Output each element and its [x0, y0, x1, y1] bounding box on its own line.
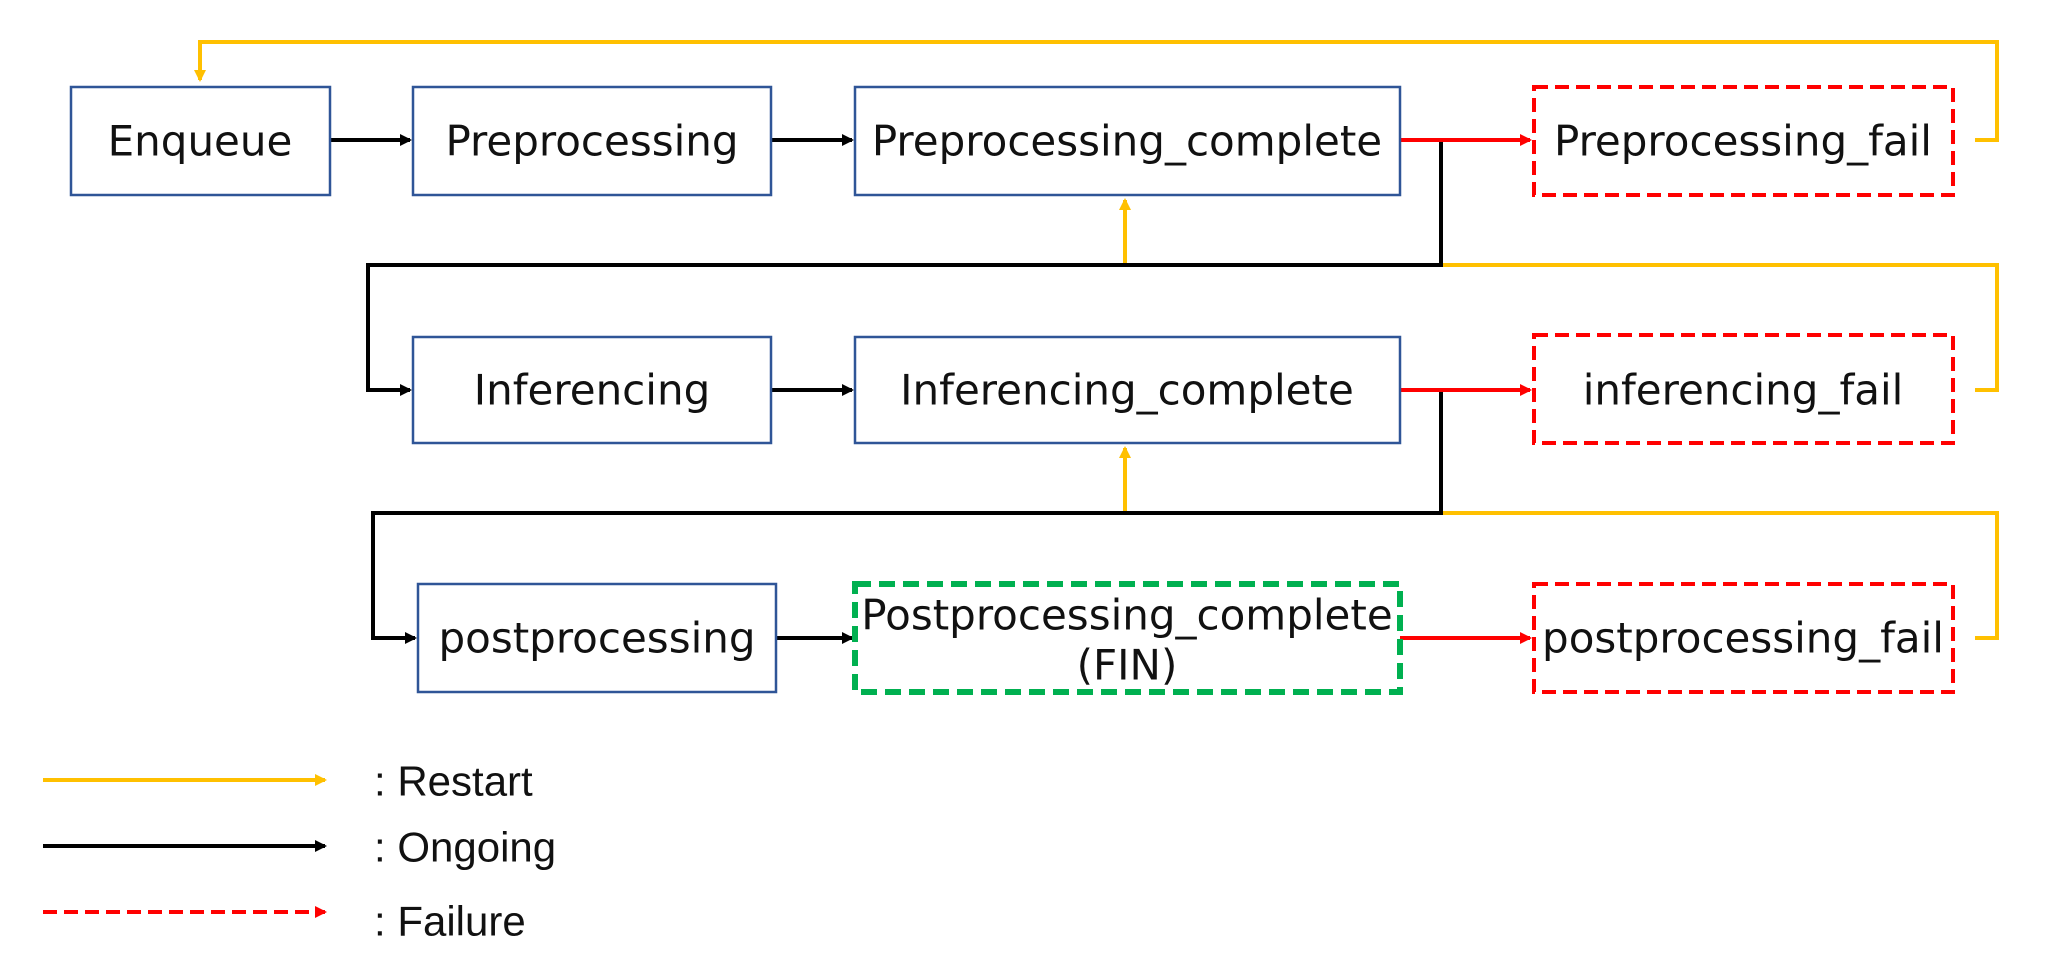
- node-preprocessing-fail-label: Preprocessing_fail: [1554, 117, 1932, 166]
- restart-arrow-to-preprocessing-complete: [1119, 198, 1999, 392]
- node-postprocessing: postprocessing: [416, 582, 778, 694]
- node-preprocessing-complete: Preprocessing_complete: [853, 85, 1402, 197]
- node-enqueue: Enqueue: [69, 85, 332, 197]
- node-inferencing-complete-label: Inferencing_complete: [900, 366, 1354, 415]
- legend-ongoing-label: : Ongoing: [374, 824, 556, 871]
- legend-failure: : Failure: [43, 898, 526, 945]
- node-postprocessing-complete-label: Postprocessing_complete: [861, 591, 1392, 640]
- legend-restart-label: : Restart: [374, 758, 533, 805]
- restart-arrow-to-enqueue: [194, 40, 1999, 142]
- node-postprocessing-complete-fin: Postprocessing_complete (FIN): [852, 581, 1403, 695]
- legend-failure-label: : Failure: [374, 898, 526, 945]
- ongoing-arrow-preprocessing-complete-to-inferencing: [366, 140, 1443, 396]
- restart-arrow-to-inferencing-complete: [1119, 446, 1999, 640]
- node-inferencing-fail-label: inferencing_fail: [1583, 366, 1904, 415]
- legend-restart: : Restart: [43, 758, 533, 805]
- ongoing-arrow-inferencing-complete-to-postprocessing: [371, 390, 1443, 644]
- node-postprocessing-label: postprocessing: [438, 614, 755, 663]
- node-preprocessing-complete-label: Preprocessing_complete: [872, 117, 1382, 166]
- node-preprocessing: Preprocessing: [411, 85, 773, 197]
- node-preprocessing-label: Preprocessing: [445, 117, 738, 166]
- legend-ongoing: : Ongoing: [43, 824, 556, 871]
- node-preprocessing-fail: Preprocessing_fail: [1532, 85, 1955, 197]
- node-inferencing-fail: inferencing_fail: [1532, 333, 1955, 445]
- node-postprocessing-fail-label: postprocessing_fail: [1542, 614, 1944, 663]
- node-inferencing-complete: Inferencing_complete: [853, 335, 1402, 445]
- node-enqueue-label: Enqueue: [108, 117, 293, 166]
- node-postprocessing-fin-label: (FIN): [1077, 641, 1178, 690]
- node-postprocessing-fail: postprocessing_fail: [1532, 582, 1955, 694]
- legend: : Restart : Ongoing : Failure: [43, 758, 556, 945]
- node-inferencing: Inferencing: [411, 335, 773, 445]
- node-inferencing-label: Inferencing: [474, 366, 710, 415]
